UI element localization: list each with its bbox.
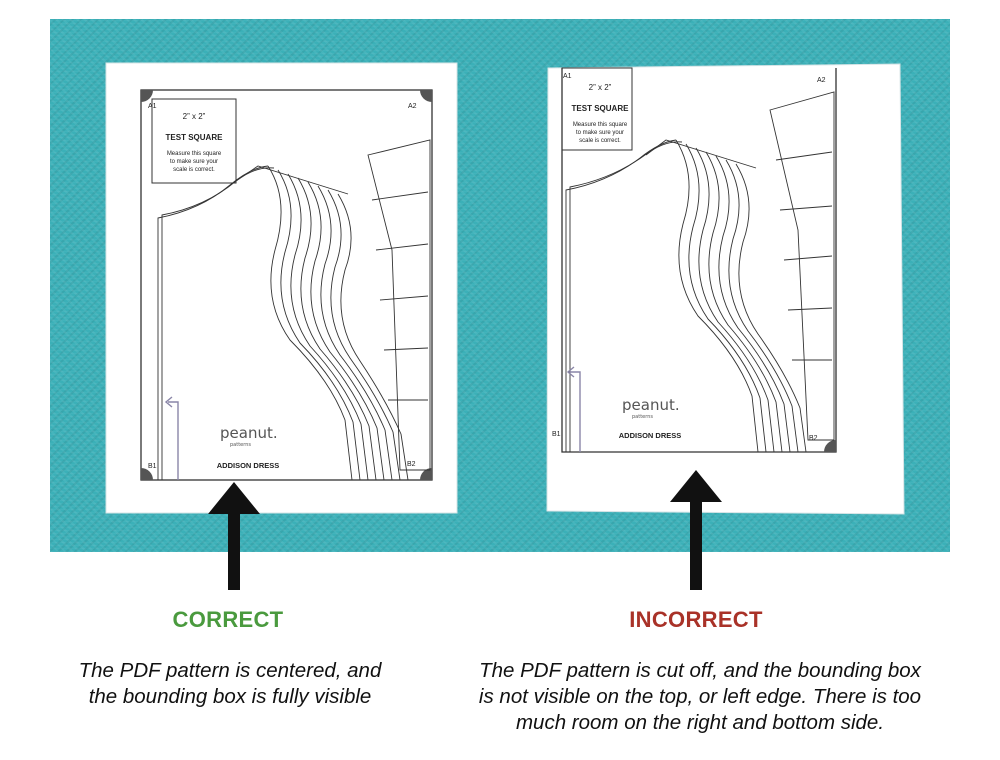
- left-test-square-size: 2” x 2”: [183, 112, 206, 121]
- right-bounding-box: [561, 68, 837, 453]
- right-brand-sub: patterns: [632, 414, 653, 420]
- left-test-square: [151, 98, 237, 184]
- right-corner-a1: A1: [563, 73, 572, 80]
- left-corner-b1: B1: [148, 463, 157, 470]
- left-corner-b2: B2: [407, 461, 416, 468]
- correct-arrow: [208, 482, 260, 590]
- left-test-square-line-3: scale is correct.: [173, 167, 215, 173]
- correct-caption-line: The PDF pattern is centered, and: [78, 659, 382, 682]
- left-pattern-name: ADDISON DRESS: [217, 461, 280, 470]
- left-bounding-box: [140, 89, 433, 481]
- right-test-square-title: TEST SQUARE: [572, 104, 630, 113]
- incorrect-caption-line: much room on the right and bottom side.: [515, 711, 885, 734]
- incorrect-caption-line: The PDF pattern is cut off, and the boun…: [479, 659, 921, 682]
- left-corner-a2: A2: [408, 103, 417, 110]
- right-pattern-pieces: [565, 91, 835, 453]
- incorrect-caption-line: is not visible on the top, or left edge.…: [478, 685, 922, 708]
- right-test-square: [561, 67, 633, 151]
- fabric-photo: A1 A2 B1 B2 2” x 2” TEST SQUARE Measure …: [50, 19, 950, 552]
- correct-caption-line: the bounding box is fully visible: [88, 685, 372, 708]
- correct-label: CORRECT: [172, 607, 284, 632]
- left-test-square-line-2: to make sure your: [170, 159, 218, 165]
- right-test-square-line-1: Measure this square: [573, 122, 628, 128]
- left-brand-name: peanut.: [220, 424, 278, 442]
- incorrect-caption: The PDF pattern is cut off, and the boun…: [450, 658, 950, 736]
- incorrect-label: INCORRECT: [629, 607, 763, 632]
- left-test-square-title: TEST SQUARE: [166, 133, 224, 142]
- right-test-square-size: 2” x 2”: [589, 83, 612, 92]
- right-paper-sheet: A1 A2 B1 B2 2” x 2” TEST SQUARE Measure …: [546, 63, 905, 515]
- left-brand-sub: patterns: [230, 442, 251, 448]
- left-pattern-pieces: [157, 139, 431, 481]
- right-corner-a2: A2: [817, 77, 826, 84]
- right-test-square-line-2: to make sure your: [576, 130, 624, 136]
- right-test-square-line-3: scale is correct.: [579, 138, 621, 144]
- left-paper-sheet: A1 A2 B1 B2 2” x 2” TEST SQUARE Measure …: [105, 62, 458, 514]
- right-brand-name: peanut.: [622, 396, 680, 414]
- incorrect-arrow: [670, 470, 722, 590]
- right-pattern-name: ADDISON DRESS: [619, 431, 682, 440]
- right-corner-b2: B2: [809, 435, 818, 442]
- correct-caption: The PDF pattern is centered, and the bou…: [40, 658, 420, 710]
- right-corner-b1: B1: [552, 431, 561, 438]
- left-test-square-line-1: Measure this square: [167, 151, 222, 157]
